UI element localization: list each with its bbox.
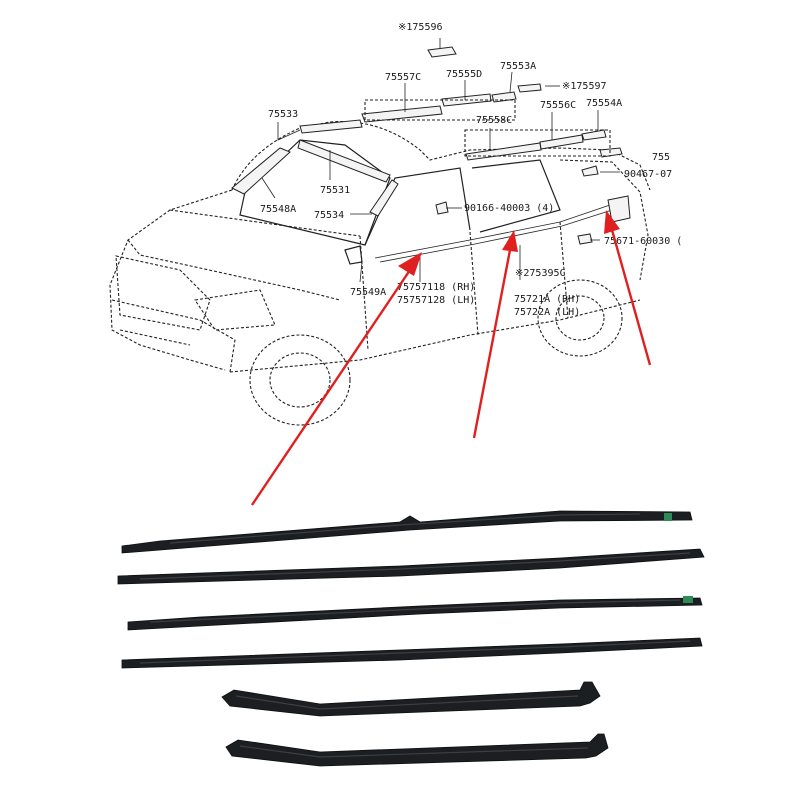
leader-lines xyxy=(261,38,620,283)
label-75549A: 75549A xyxy=(350,287,386,298)
arrow-quarter xyxy=(610,229,652,366)
roof-parts xyxy=(231,46,631,245)
label-75556C: 75556C xyxy=(540,100,576,111)
label-90467: 90467-07 xyxy=(624,169,672,180)
label-75555D: 75555D xyxy=(446,69,482,80)
arrow-front-door xyxy=(251,269,411,506)
rear-right-weatherstrip xyxy=(121,637,703,669)
label-75553A: 75553A xyxy=(500,61,536,72)
quarter-right-weatherstrip xyxy=(225,733,609,767)
red-arrows xyxy=(251,210,652,506)
label-755x: 755 xyxy=(652,152,670,163)
arrow-quarter-head xyxy=(604,210,620,234)
arrow-rear-door xyxy=(472,249,512,439)
label-75534: 75534 xyxy=(314,210,344,221)
label-90166: 90166-40003 (4) xyxy=(464,203,554,214)
arrow-rear-door-head xyxy=(502,230,518,252)
label-275395C: ※275395C xyxy=(515,268,566,279)
arrow-front-door-head xyxy=(398,252,422,276)
label-75558C: 75558C xyxy=(476,115,512,126)
label-75721A: 75721A (RH) xyxy=(514,294,580,305)
label-175596: ※175596 xyxy=(398,22,443,33)
label-75531: 75531 xyxy=(320,185,350,196)
weatherstrip-products xyxy=(117,510,705,767)
label-75722A: 75722A (LH) xyxy=(514,307,580,318)
label-75548A: 75548A xyxy=(260,204,296,215)
front-left-weatherstrip xyxy=(121,510,693,554)
front-right-weatherstrip xyxy=(117,548,705,585)
quarter-left-weatherstrip xyxy=(221,681,601,717)
strip-clip xyxy=(664,513,672,521)
label-75671: 75671-60030 ( xyxy=(604,236,682,247)
label-75533: 75533 xyxy=(268,109,298,120)
strip-clip xyxy=(683,596,693,603)
label-75757128: 75757128 (LH) xyxy=(397,295,475,306)
label-175597: ※175597 xyxy=(562,81,607,92)
rear-left-weatherstrip xyxy=(127,596,703,631)
vehicle-outline xyxy=(109,121,651,426)
part-number-labels: ※175596 75557C 75555D 75553A ※175597 755… xyxy=(260,22,682,318)
label-75554A: 75554A xyxy=(586,98,622,109)
label-75557C: 75557C xyxy=(385,72,421,83)
label-75757118: 75757118 (RH) xyxy=(397,282,475,293)
